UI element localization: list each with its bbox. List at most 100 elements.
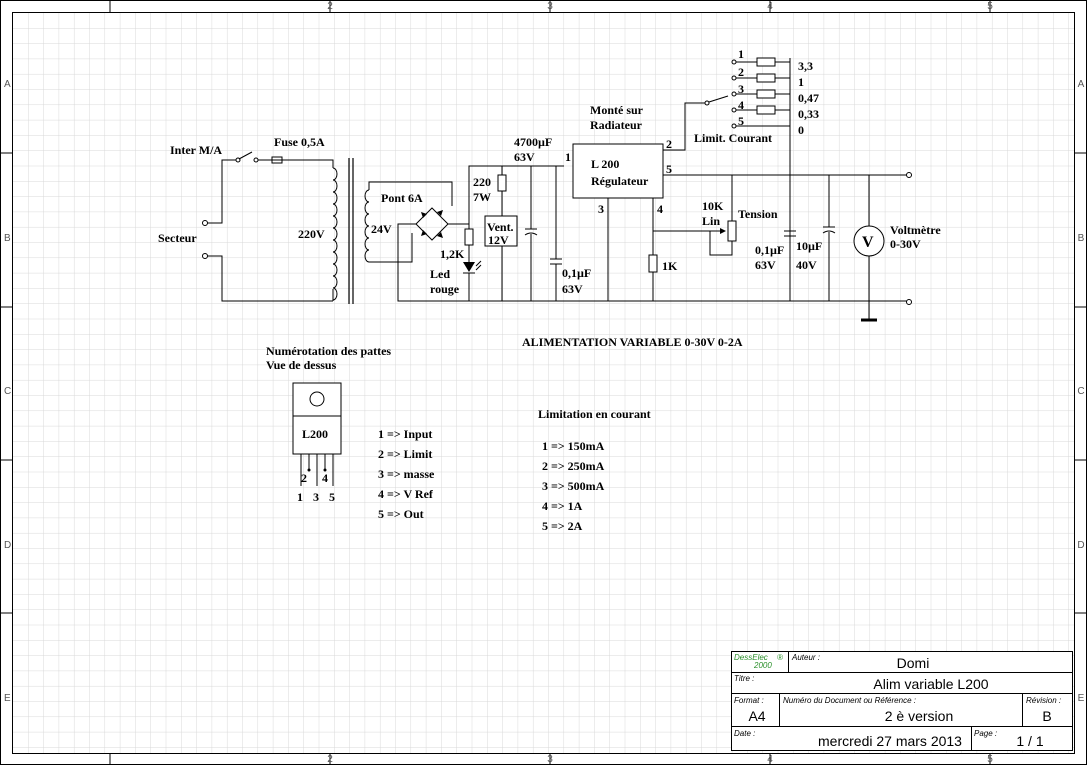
frame-row-label: A [4,79,11,90]
led-color-label: rouge [430,282,460,296]
heatsink-note: Monté sur [590,103,644,117]
title-block: DessElec ® 2000 Auteur : Domi Titre : Al… [731,651,1073,751]
pin-2-label: 2 [666,137,672,151]
frame-row-label: C [1077,386,1084,397]
page-label: Page : [974,729,997,738]
inter-label: Inter M/A [170,143,222,157]
desselec-logo-year: 2000 [753,661,772,670]
schematic-title: ALIMENTATION VARIABLE 0-30V 0-2A [522,335,743,349]
pin-legend-item: 1 => Input [378,427,432,441]
limitation-heading: Limitation en courant [538,407,651,421]
shunt-value-label: 1 [798,75,804,89]
fuse: Fuse 0,5A [271,135,334,168]
pin-1-label: 1 [565,150,571,164]
frame-row-label: D [4,540,11,551]
fan-label: Vent. [487,220,514,234]
document-number-label: Numéro du Document ou Référence : [783,696,916,705]
frame-col-label: 2 [327,754,333,765]
secondary-voltage-label: 24V [371,222,392,236]
limitation-item: 1 => 150mA [542,439,605,453]
switch-position-label: 4 [738,98,744,112]
mains-input: Secteur [158,159,333,302]
led-branch: 1,2K Led rouge [430,224,482,301]
pin-number: 5 [329,490,335,504]
logo-registered-mark: ® [777,653,783,662]
shunt-value-label: 3,3 [798,59,813,73]
fuse-label: Fuse 0,5A [274,135,325,149]
pinout-subheading: Vue de dessus [266,358,337,372]
limitation-section: Limitation en courant 1 => 150mA 2 => 25… [538,407,651,533]
pot-label: 10K [702,199,724,213]
frame-row-label: B [1078,233,1085,244]
transformer: 220V 24V [298,158,392,304]
pin-legend-item: 4 => V Ref [378,487,434,501]
pin-number: 1 [297,490,303,504]
schematic: Secteur Inter M/A Fuse 0,5A 220V 24V [158,47,941,349]
limitation-item: 4 => 1A [542,499,583,513]
frame-col-label: 3 [547,1,553,12]
frame-row-label: D [1077,540,1084,551]
pin-4-label: 4 [657,202,663,216]
pinout-chip-label: L200 [302,427,328,441]
c4-voltage-label: 40V [796,258,817,272]
shunt-value-label: 0,33 [798,107,819,121]
primary-voltage-label: 220V [298,227,325,241]
frame-row-label: C [4,386,11,397]
format-value: A4 [748,708,765,724]
pot-type-label: Lin [702,214,720,228]
frame-row-label: A [1078,79,1085,90]
pinout-section: Numérotation des pattes Vue de dessus L2… [266,344,435,521]
pin-number: 2 [301,471,307,485]
frame-col-label: 5 [987,1,993,12]
date-value: mercredi 27 mars 2013 [818,733,962,749]
page-value: 1 / 1 [1016,733,1043,749]
r220-power-label: 7W [473,190,491,204]
limitation-item: 5 => 2A [542,519,583,533]
switch-position-label: 1 [738,47,744,61]
frame-col-label: 4 [767,754,773,765]
shunt-value-label: 0,47 [798,91,819,105]
voltmeter-symbol: V [862,234,874,251]
power-switch: Inter M/A [170,143,272,163]
switch-position-label: 3 [738,82,744,96]
voltage-adjust: 1K 10K Lin Tension [648,175,778,301]
document-number-value: 2 è version [885,708,953,724]
output-section: V Voltmètre 0-30V 0,1µF 63V 10µF 40V [520,172,941,322]
author-label: Auteur : [791,653,820,662]
revision-value: B [1042,708,1051,724]
pin-number: 3 [313,490,319,504]
switch-position-label: 2 [738,65,744,79]
limitation-item: 2 => 250mA [542,459,605,473]
tension-label: Tension [738,207,778,221]
desselec-logo: DessElec [734,653,768,662]
frame-row-label: B [4,233,11,244]
pin-5-label: 5 [666,162,672,176]
voltmeter-range-label: 0-30V [890,237,921,251]
frame-col-label: 2 [327,1,333,12]
revision-label: Révision : [1026,696,1061,705]
regulator-label: L 200 [591,157,619,171]
c4-label: 10µF [796,239,822,253]
r1k-label: 1K [662,259,678,273]
title-label: Titre : [734,674,754,683]
pin-legend-item: 3 => masse [378,467,435,481]
format-label: Format : [734,696,764,705]
frame-col-label: 5 [987,754,993,765]
bridge-rectifier: Pont 6A [368,165,520,302]
c3-label: 0,1µF [755,243,784,257]
regulator-type-label: Régulateur [591,174,649,188]
pin-3-label: 3 [598,202,604,216]
grid [13,13,1074,753]
r220-label: 220 [473,175,491,189]
secteur-label: Secteur [158,231,197,245]
pinout-heading: Numérotation des pattes [266,344,391,358]
c1-label: 4700µF [514,135,552,149]
c3-voltage-label: 63V [755,258,776,272]
c2-label: 0,1µF [562,266,591,280]
pin-legend-item: 2 => Limit [378,447,432,461]
led-resistor-label: 1,2K [440,247,465,261]
current-limit-selector: 1 2 3 4 5 3,3 1 0,47 0,33 0 Limit. Coura… [694,47,819,301]
pin-legend-item: 5 => Out [378,507,424,521]
